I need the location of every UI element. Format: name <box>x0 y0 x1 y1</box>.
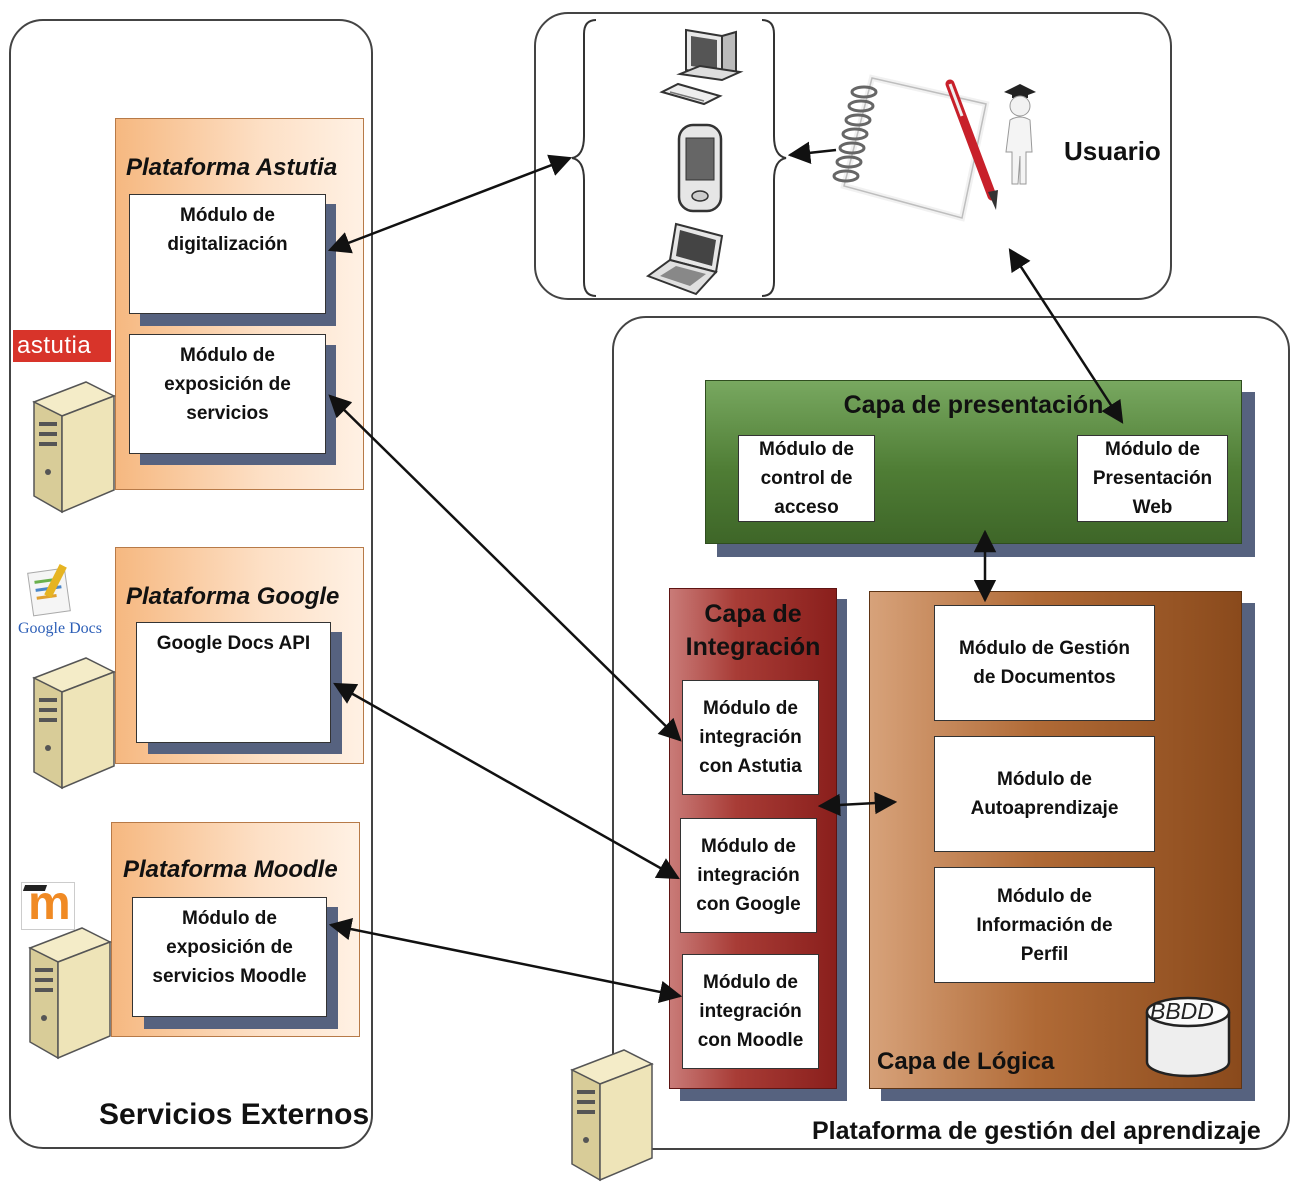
arrow-astutia-integration <box>328 394 682 742</box>
arrow-integration-logic <box>817 791 898 817</box>
astutia-services-module: Módulo de exposición de servicios <box>129 334 326 454</box>
arrow-digitalization-devices <box>327 154 573 254</box>
server-icon <box>570 1049 654 1182</box>
web-presentation-module: Módulo de Presentación Web <box>1077 435 1228 522</box>
google-integration-module: Módulo de integración con Google <box>680 818 817 933</box>
database-icon <box>1145 996 1231 1078</box>
self-learning-module: Módulo de Autoaprendizaje <box>934 736 1155 852</box>
access-control-module: Módulo de control de acceso <box>738 435 875 522</box>
mobile-phone-icon <box>677 123 723 213</box>
moodle-logo-text: m <box>28 877 71 930</box>
graduate-person-icon <box>1004 84 1036 185</box>
moodle-platform-title: Plataforma Moodle <box>123 856 338 883</box>
database-label: BBDD <box>1150 998 1214 1024</box>
astutia-logo-text: astutia <box>17 332 92 359</box>
arrow-google-integration <box>333 682 680 880</box>
server-icon <box>32 657 116 790</box>
arrow-moodle-integration <box>328 918 683 1003</box>
document-management-module: Módulo de Gestión de Documentos <box>934 605 1155 721</box>
google-platform-title: Plataforma Google <box>126 583 340 610</box>
desktop-computer-icon <box>659 28 744 106</box>
profile-information-module: Módulo de Información de Perfil <box>934 867 1155 983</box>
astutia-integration-module: Módulo de integración con Astutia <box>682 680 819 795</box>
google-docs-logo: Google Docs <box>18 620 102 638</box>
external-services-label: Servicios Externos <box>99 1098 370 1131</box>
moodle-services-module: Módulo de exposición de servicios Moodle <box>132 897 327 1017</box>
logic-layer-title: Capa de Lógica <box>877 1048 1055 1075</box>
moodle-integration-module: Módulo de integración con Moodle <box>682 954 819 1069</box>
astutia-platform-title: Plataforma Astutia <box>126 154 338 181</box>
laptop-icon <box>645 222 724 296</box>
notebook-icon <box>832 74 998 222</box>
brace-icon <box>761 19 787 297</box>
astutia-logo: astutia <box>13 330 111 362</box>
arrow-user-presentation <box>1008 248 1124 424</box>
google-docs-api-module: Google Docs API <box>136 622 331 743</box>
user-label: Usuario <box>1064 136 1161 166</box>
moodle-logo: m <box>21 877 75 930</box>
server-icon <box>28 927 112 1060</box>
arrow-notebook-devices <box>787 141 837 164</box>
google-docs-logo-text: Google Docs <box>18 620 102 637</box>
server-icon <box>32 381 116 514</box>
integration-layer-title: Capa de Integración <box>685 600 821 661</box>
lms-label: Plataforma de gestión del aprendizaje <box>812 1117 1261 1145</box>
digitalization-module: Módulo de digitalización <box>129 194 326 314</box>
